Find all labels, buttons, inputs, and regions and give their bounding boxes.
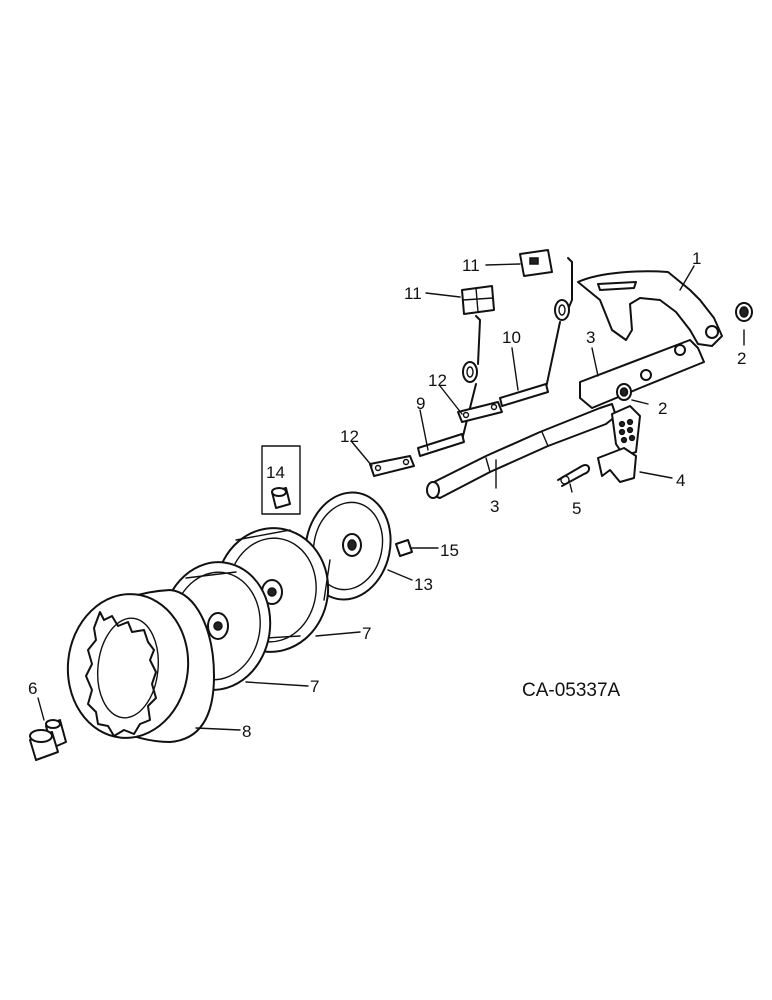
part-15-clip bbox=[395, 539, 413, 557]
part-12-link-upper bbox=[457, 401, 503, 423]
part-11-pad-left bbox=[461, 285, 495, 315]
part-5-hairpin bbox=[557, 464, 590, 487]
part-11-pad-right bbox=[519, 249, 553, 277]
callout-3-lower: 3 bbox=[490, 497, 499, 516]
callout-11-left: 11 bbox=[404, 284, 422, 303]
part-2-nut-upper bbox=[735, 302, 753, 322]
leader-lines bbox=[37, 263, 745, 731]
callout-7-front: 7 bbox=[310, 677, 319, 696]
drawing-code: CA-05337A bbox=[522, 680, 621, 701]
callout-14: 14 bbox=[266, 463, 285, 482]
part-8-tire bbox=[66, 589, 215, 743]
part-6-axle-bolt bbox=[29, 719, 67, 761]
part-9-spring bbox=[417, 315, 481, 457]
callout-4: 4 bbox=[676, 471, 685, 490]
callout-1: 1 bbox=[692, 249, 701, 268]
callout-13: 13 bbox=[414, 575, 433, 594]
callout-12-upper: 12 bbox=[428, 371, 447, 390]
part-10-spring bbox=[499, 257, 573, 407]
callout-6: 6 bbox=[28, 679, 37, 698]
part-3-upper-arm bbox=[579, 339, 705, 409]
part-4-scraper bbox=[597, 405, 641, 483]
callout-9: 9 bbox=[416, 394, 425, 413]
callout-7-rear: 7 bbox=[362, 624, 371, 643]
callout-2-upper: 2 bbox=[737, 349, 746, 368]
part-2-nut-lower bbox=[616, 383, 632, 401]
part-14-bushing bbox=[261, 445, 301, 515]
callout-3-upper: 3 bbox=[586, 328, 595, 347]
callout-5: 5 bbox=[572, 499, 581, 518]
callouts: 1 2 2 3 3 4 5 6 7 7 8 9 10 11 11 12 12 1… bbox=[28, 249, 746, 741]
callout-11-right: 11 bbox=[462, 256, 480, 275]
callout-15: 15 bbox=[440, 541, 459, 560]
part-12-link-lower bbox=[369, 455, 415, 477]
part-3-lower-arm bbox=[426, 403, 617, 499]
callout-12-lower: 12 bbox=[340, 427, 359, 446]
callout-10: 10 bbox=[502, 328, 521, 347]
callout-2-lower: 2 bbox=[658, 399, 667, 418]
part-1-pivot-bracket bbox=[577, 270, 723, 347]
callout-8: 8 bbox=[242, 722, 251, 741]
